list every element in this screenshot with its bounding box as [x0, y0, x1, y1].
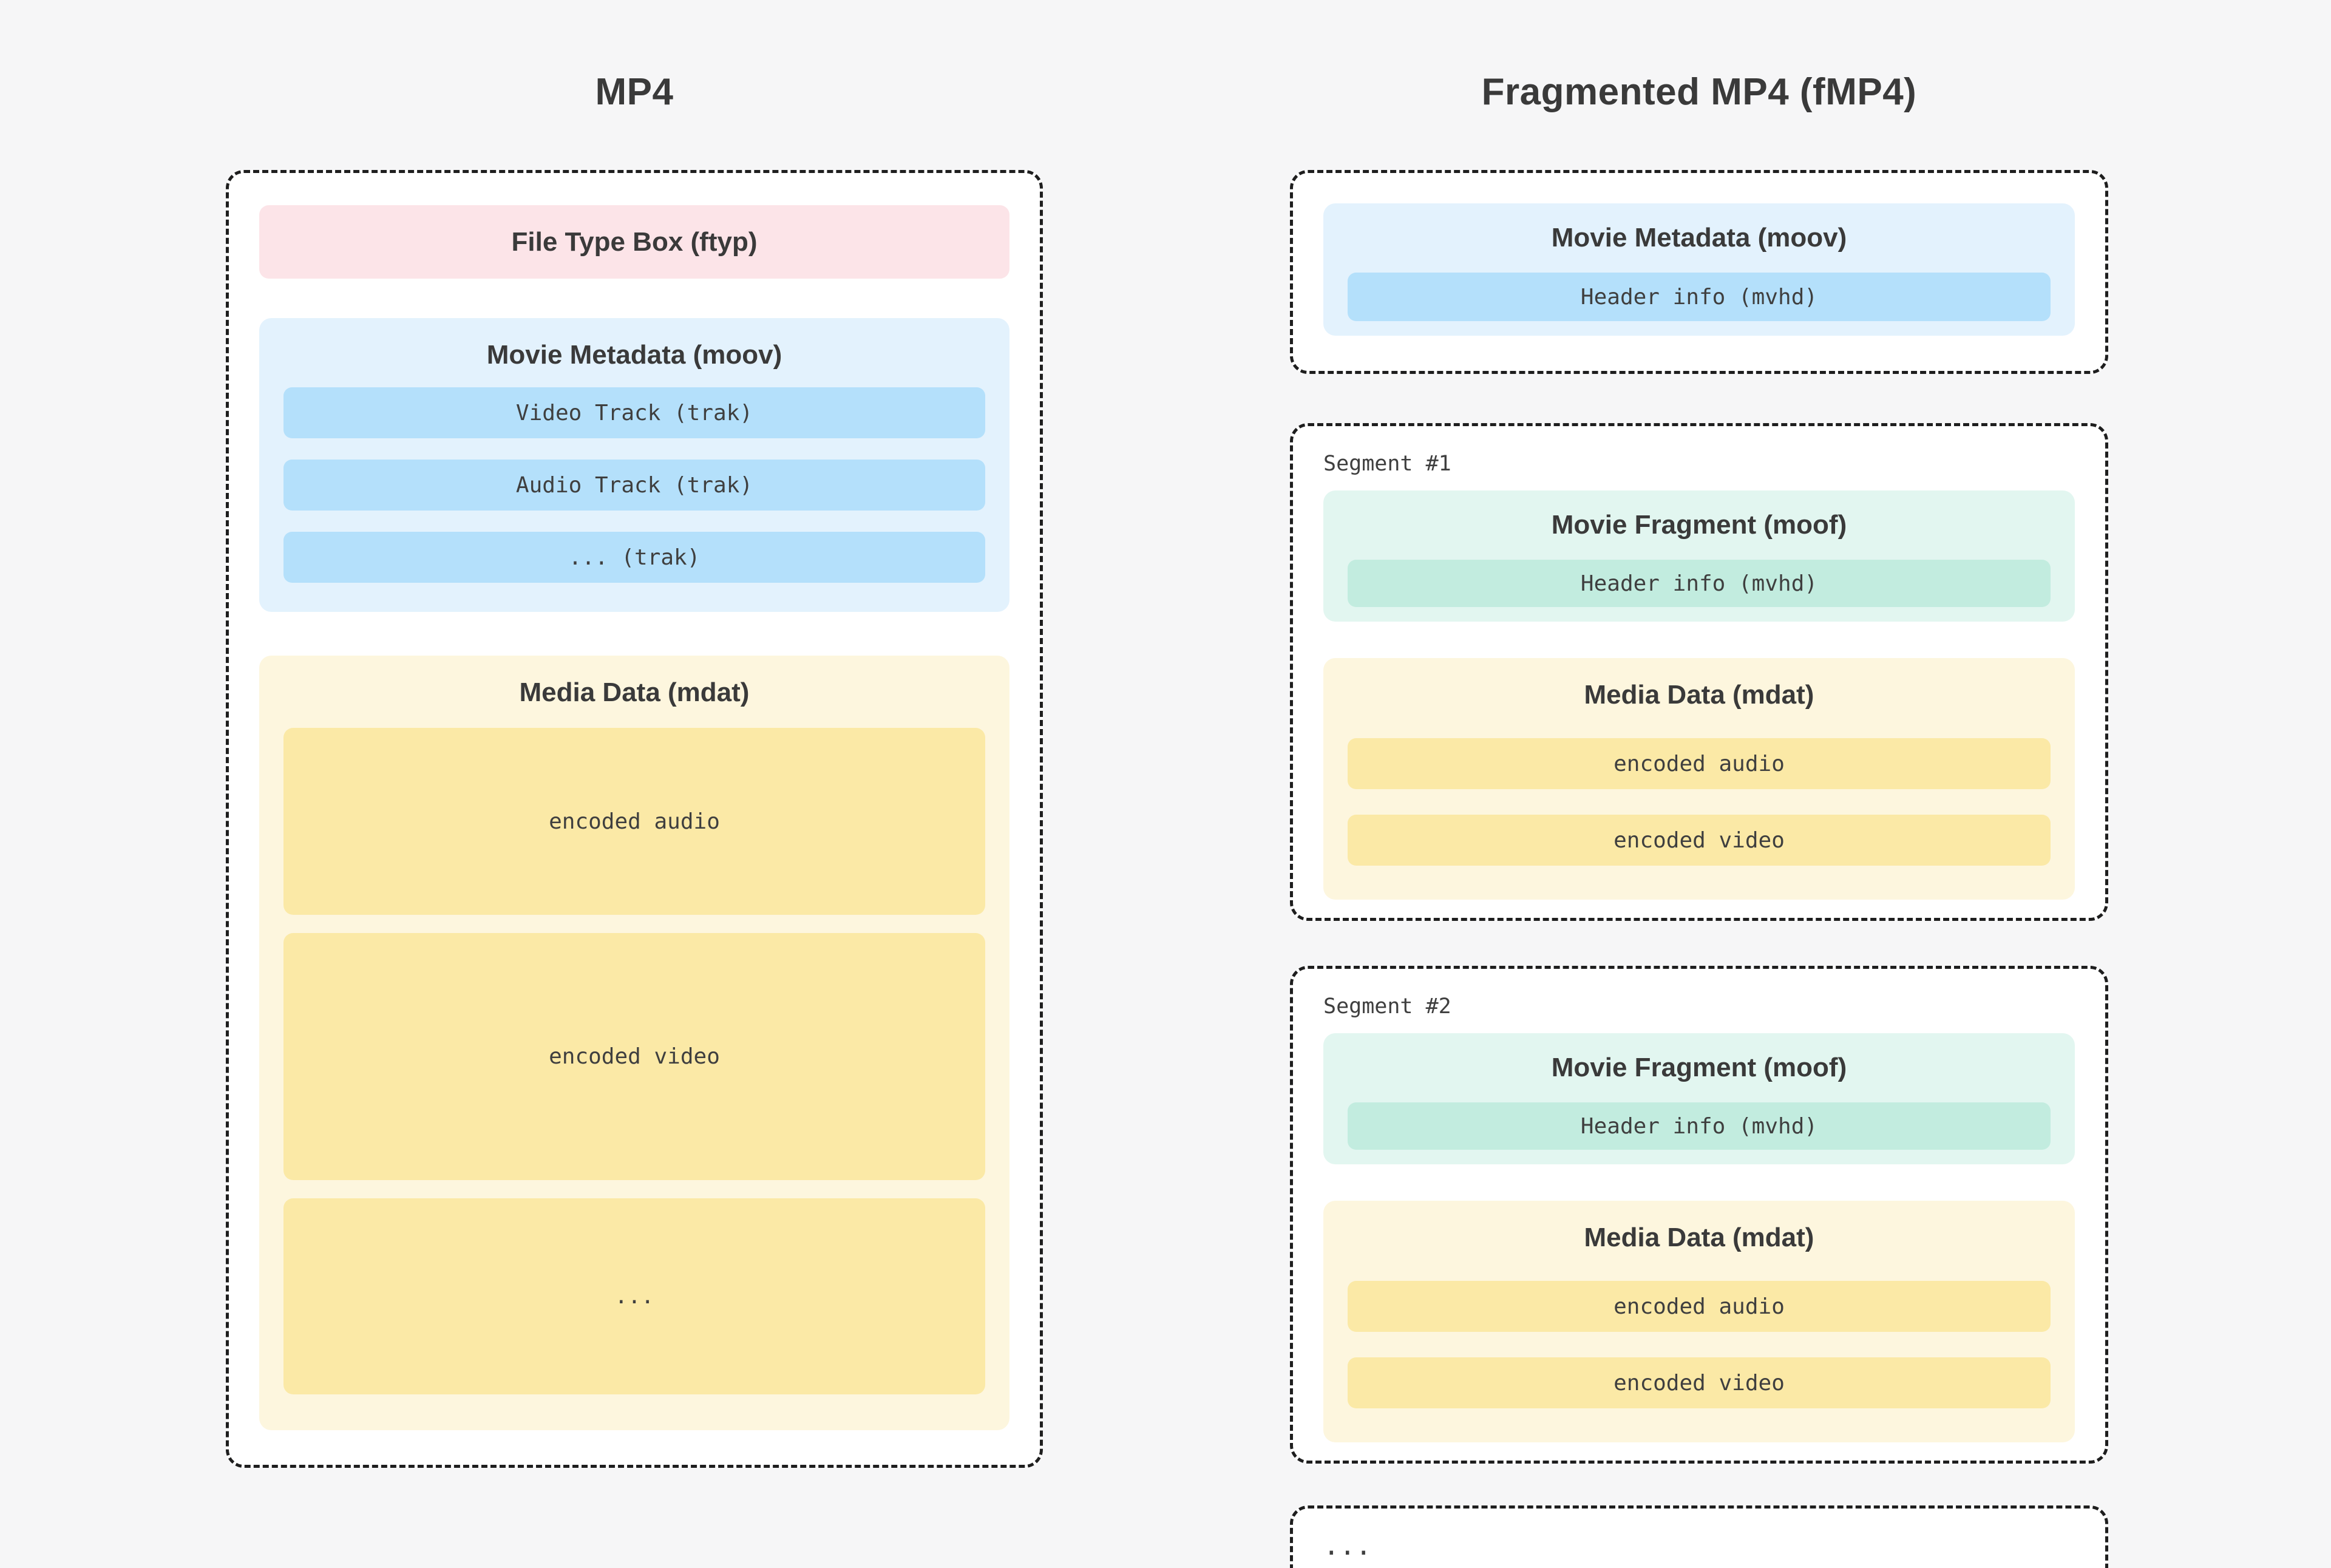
trak-row-video-label: Video Track (trak)	[515, 400, 753, 426]
fmp4-moov-title: Movie Metadata (moov)	[1551, 223, 1847, 253]
more-segments-ellipsis: ...	[1323, 1530, 1372, 1561]
ftyp-label: File Type Box (ftyp)	[511, 226, 758, 257]
mdat-cell-video-label: encoded video	[549, 1044, 720, 1069]
mdat-cell-audio: encoded audio	[283, 728, 985, 915]
segment-2-audio-label: encoded audio	[1613, 1294, 1785, 1319]
fmp4-moov-box: Movie Metadata (moov) Header info (mvhd)	[1323, 203, 2075, 336]
segment-1-audio-label: encoded audio	[1613, 751, 1785, 776]
segment-2-mdat-title: Media Data (mdat)	[1584, 1223, 1814, 1252]
mdat-section: Media Data (mdat) encoded audio encoded …	[259, 656, 1009, 1430]
segment-1-moof-title: Movie Fragment (moof)	[1551, 510, 1847, 540]
segment-1-mdat-title: Media Data (mdat)	[1584, 680, 1814, 710]
fmp4-mvhd-label: Header info (mvhd)	[1580, 284, 1818, 310]
trak-row-more-label: ... (trak)	[568, 545, 701, 570]
segment-2-video-label: encoded video	[1613, 1370, 1785, 1396]
trak-row-audio: Audio Track (trak)	[283, 460, 985, 511]
segment-1-audio-cell: encoded audio	[1348, 738, 2051, 789]
segment-2-video-cell: encoded video	[1348, 1357, 2051, 1408]
segment-1-moof-box: Movie Fragment (moof) Header info (mvhd)	[1323, 490, 2075, 622]
segment-2-mdat-box: Media Data (mdat) encoded audio encoded …	[1323, 1201, 2075, 1442]
ftyp-box: File Type Box (ftyp)	[259, 205, 1009, 279]
trak-row-audio-label: Audio Track (trak)	[515, 472, 753, 498]
segment-2-mvhd-label: Header info (mvhd)	[1580, 1113, 1818, 1139]
segment-2-audio-cell: encoded audio	[1348, 1281, 2051, 1332]
segment-1-label: Segment #1	[1323, 452, 1451, 476]
segment-1-mvhd-label: Header info (mvhd)	[1580, 571, 1818, 596]
segment-2-container: Segment #2 Movie Fragment (moof) Header …	[1290, 966, 2108, 1464]
trak-row-more: ... (trak)	[283, 532, 985, 583]
segment-2-moof-title: Movie Fragment (moof)	[1551, 1053, 1847, 1082]
segment-1-video-cell: encoded video	[1348, 815, 2051, 866]
mdat-cell-more: ...	[283, 1198, 985, 1394]
fmp4-column-title: Fragmented MP4 (fMP4)	[1481, 71, 1917, 113]
mdat-cell-audio-label: encoded audio	[549, 809, 720, 834]
moov-section: Movie Metadata (moov) Video Track (trak)…	[259, 318, 1009, 612]
mp4-file-container: File Type Box (ftyp) Movie Metadata (moo…	[226, 170, 1043, 1468]
fmp4-mvhd-row: Header info (mvhd)	[1348, 273, 2051, 321]
segment-1-container: Segment #1 Movie Fragment (moof) Header …	[1290, 423, 2108, 921]
segment-2-mvhd-row: Header info (mvhd)	[1348, 1102, 2051, 1150]
mdat-section-title: Media Data (mdat)	[519, 677, 750, 707]
segment-1-mdat-box: Media Data (mdat) encoded audio encoded …	[1323, 658, 2075, 900]
trak-row-video: Video Track (trak)	[283, 387, 985, 438]
more-segments-container: ...	[1290, 1505, 2108, 1568]
segment-1-mvhd-row: Header info (mvhd)	[1348, 560, 2051, 607]
mdat-cell-more-label: ...	[614, 1284, 654, 1309]
moov-section-title: Movie Metadata (moov)	[486, 340, 782, 370]
mdat-cell-video: encoded video	[283, 933, 985, 1180]
mp4-column-title: MP4	[595, 71, 674, 113]
segment-1-video-label: encoded video	[1613, 827, 1785, 853]
segment-2-label: Segment #2	[1323, 994, 1451, 1019]
segment-2-moof-box: Movie Fragment (moof) Header info (mvhd)	[1323, 1033, 2075, 1164]
fmp4-moov-container: Movie Metadata (moov) Header info (mvhd)	[1290, 170, 2108, 374]
